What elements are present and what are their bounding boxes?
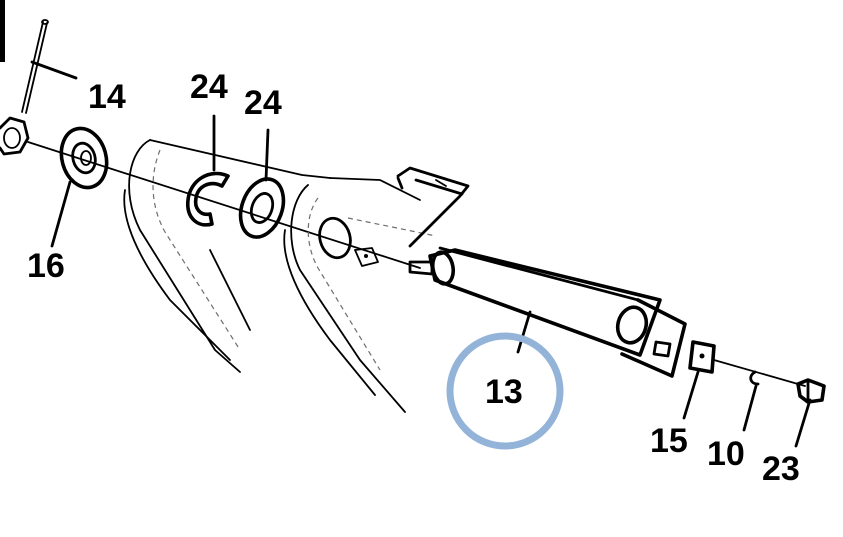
callout-13: 13	[485, 373, 523, 411]
callout-10: 10	[707, 435, 745, 473]
callout-24-snap-ring: 24	[190, 68, 228, 106]
leader-13	[516, 310, 532, 354]
leader-23	[794, 398, 812, 448]
callout-16: 16	[27, 247, 65, 285]
leader-24b	[264, 128, 270, 182]
center-axis	[27, 141, 421, 269]
snap-ring-part-24	[186, 171, 230, 227]
plate-part-15	[688, 340, 716, 374]
pivot-pin-part-13	[408, 246, 687, 378]
flat-washer-part-24	[238, 177, 286, 239]
right-axis	[713, 359, 806, 387]
callout-24-washer: 24	[244, 84, 282, 122]
leader-14	[30, 60, 78, 80]
rod-part-14	[21, 19, 49, 114]
leader-15	[682, 370, 700, 420]
wire-clip	[396, 166, 470, 248]
callout-14: 14	[88, 78, 126, 116]
hex-nut	[0, 116, 30, 156]
leader-16	[50, 180, 72, 248]
cotter-pin-part-10	[749, 370, 760, 386]
left-edge-bar	[0, 0, 5, 62]
highlight-ring-13	[446, 332, 564, 450]
washer-part-16	[59, 126, 109, 190]
bolt-part-23	[796, 378, 826, 404]
callout-15: 15	[650, 422, 688, 460]
support-bracket	[123, 139, 437, 413]
leader-10	[742, 384, 758, 432]
leader-lines	[30, 60, 812, 448]
callout-23: 23	[762, 450, 800, 488]
